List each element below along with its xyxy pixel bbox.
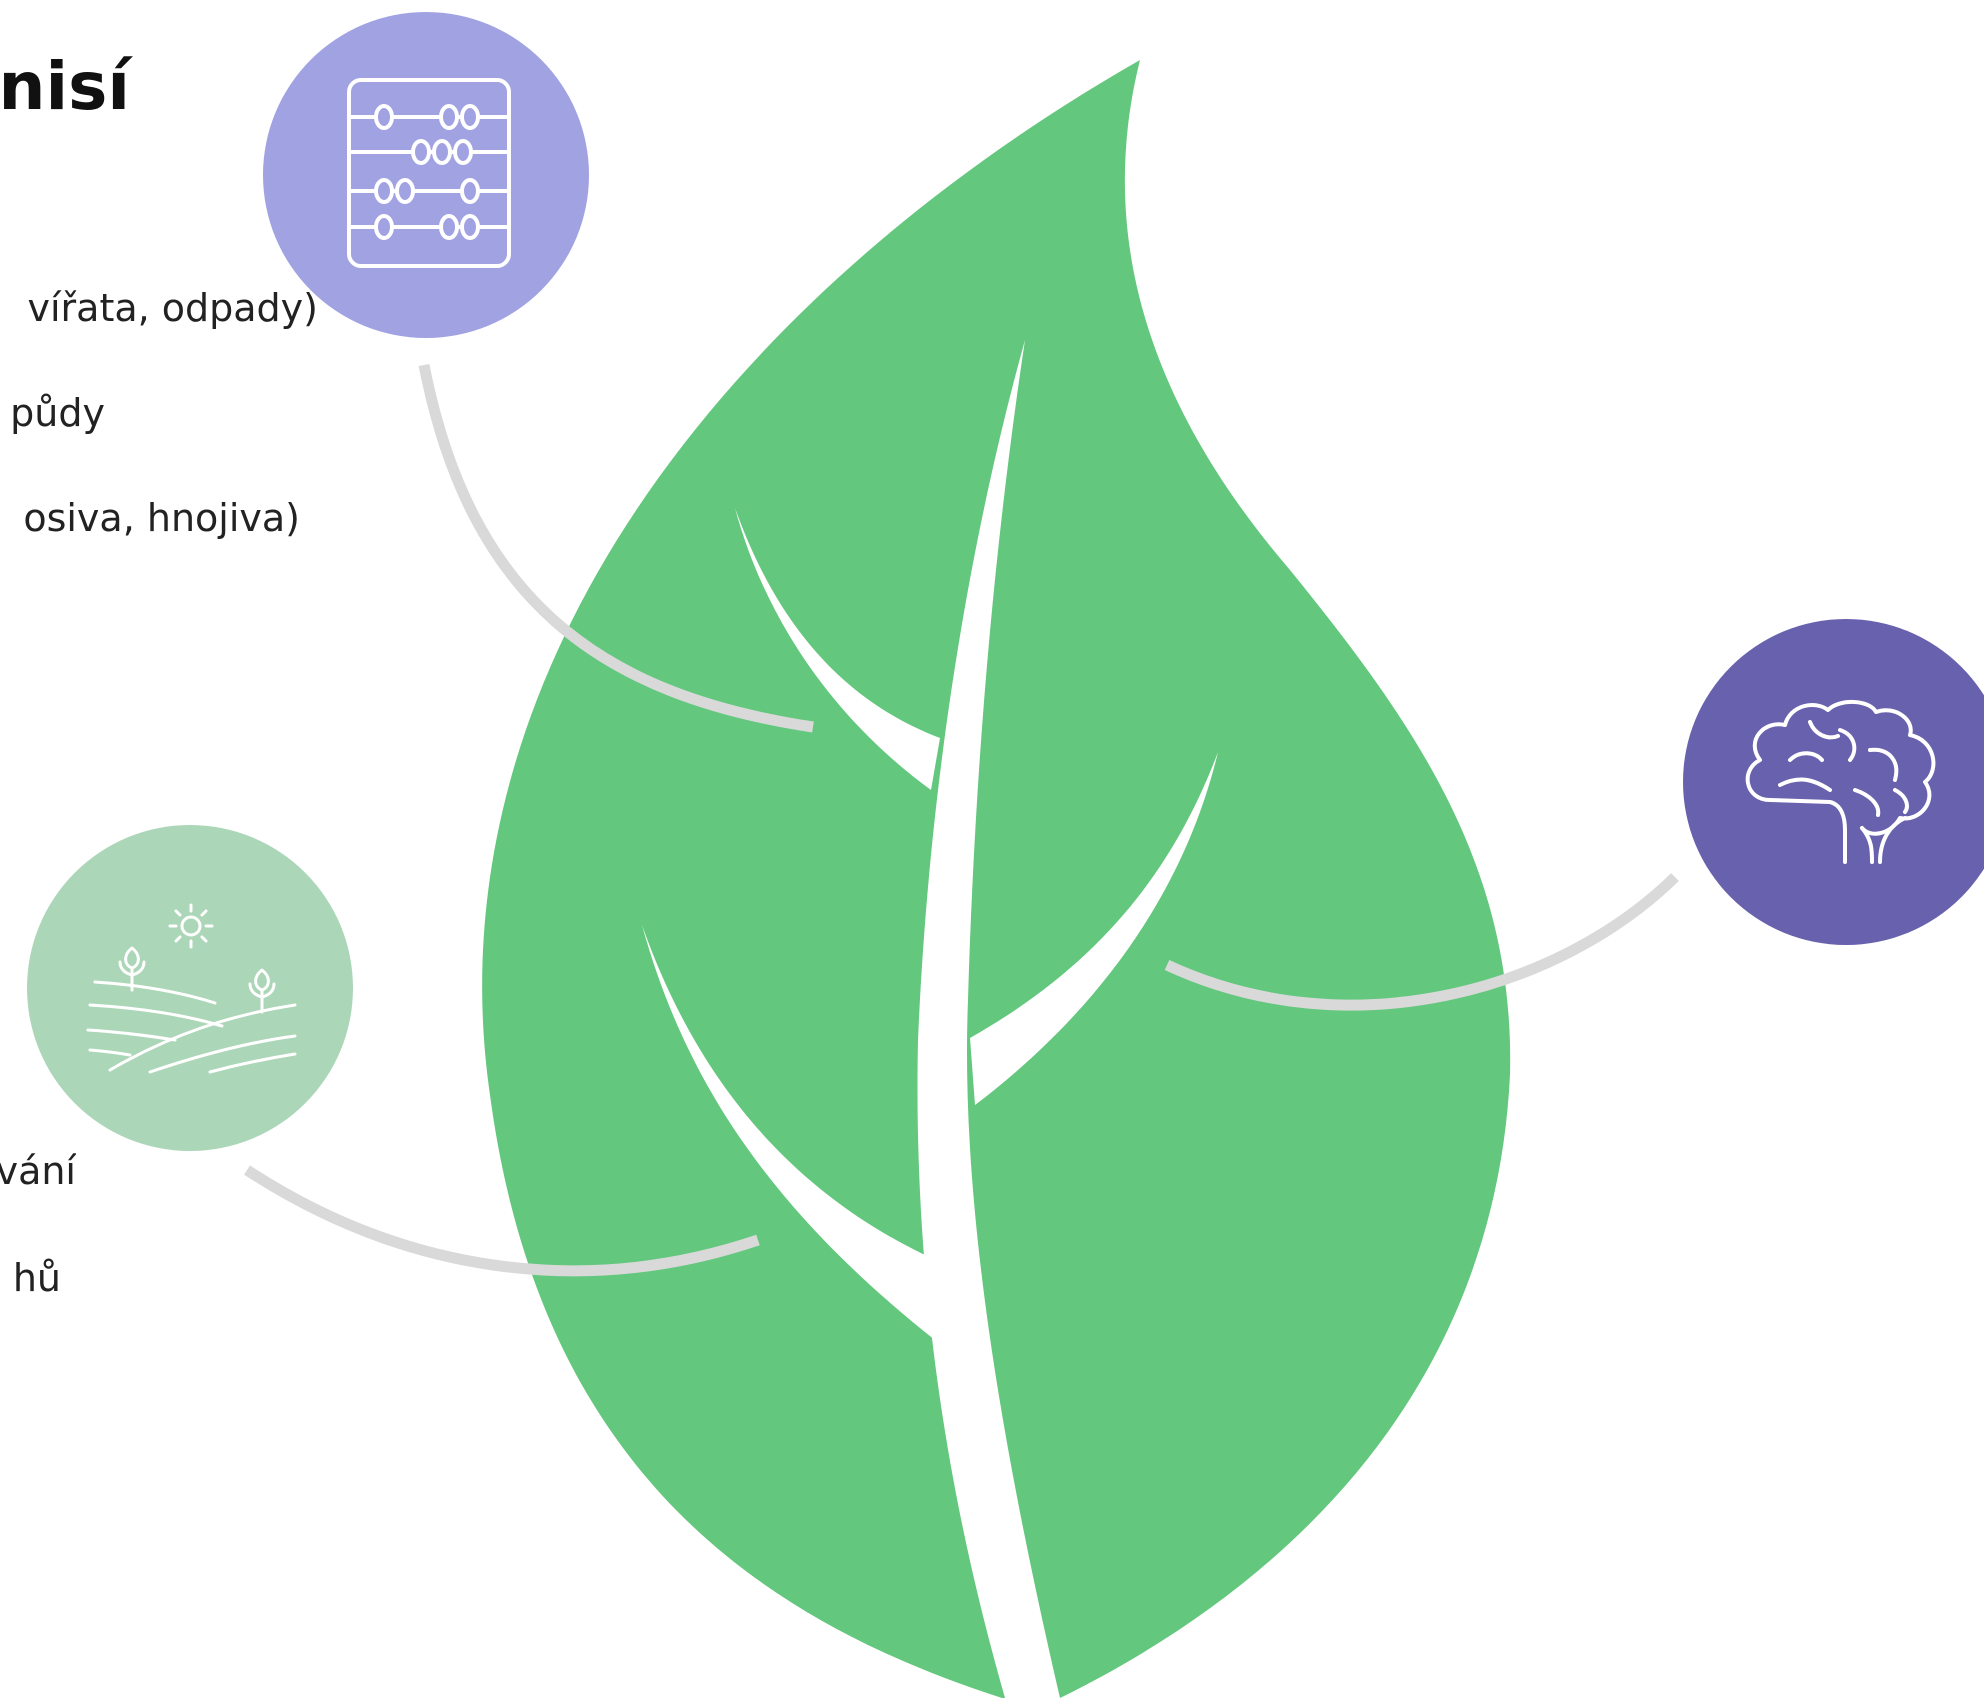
page-title: nisí	[0, 48, 130, 125]
leaf-midrib	[917, 340, 1060, 1698]
list-item: půdy	[10, 391, 105, 435]
brain-node	[1683, 619, 1984, 945]
leaf-vein-upper-left	[735, 508, 940, 790]
list-item: vání	[0, 1149, 76, 1193]
connector-abacus	[418, 363, 814, 733]
list-item: hů	[12, 1256, 61, 1300]
field-circle	[27, 825, 353, 1151]
brain-circle	[1683, 619, 1984, 945]
list-item: osiva, hnojiva)	[23, 496, 300, 540]
leaf-vein-lower-left	[642, 925, 935, 1340]
abacus-node	[263, 12, 589, 338]
connector-field	[243, 1165, 760, 1277]
connector-brain	[1164, 873, 1679, 1011]
leaf	[482, 60, 1511, 1698]
list-item: vířata, odpady)	[27, 286, 318, 330]
leaf-body	[482, 60, 1511, 1698]
field-node	[27, 825, 353, 1151]
abacus-icon	[347, 78, 511, 268]
brain-icon	[1745, 700, 1936, 864]
farm-field-icon	[86, 903, 297, 1074]
connectors	[243, 363, 1679, 1277]
leaf-vein-right	[970, 752, 1218, 1105]
